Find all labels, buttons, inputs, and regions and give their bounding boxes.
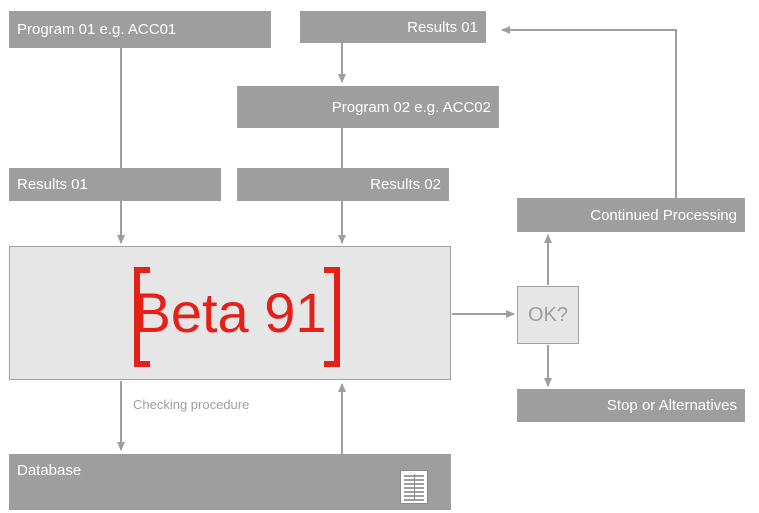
program01-box: Program 01 e.g. ACC01 — [9, 11, 271, 48]
right-bracket-icon — [324, 267, 340, 367]
database-box: Database — [9, 454, 451, 510]
arrow-continued-to-results01 — [501, 26, 677, 198]
program02-label: Program 02 e.g. ACC02 — [331, 98, 491, 116]
results01-left-box: Results 01 — [9, 168, 221, 201]
stop-alternatives-label: Stop or Alternatives — [606, 397, 737, 414]
database-label: Database — [17, 462, 82, 479]
ok-decision-label: OK? — [527, 303, 569, 326]
stop-alternatives-box: Stop or Alternatives — [517, 389, 745, 422]
results01-left-label: Results 01 — [17, 176, 88, 193]
ok-decision-box: OK? — [517, 286, 579, 344]
continued-processing-label: Continued Processing — [590, 206, 737, 224]
results01-top-box: Results 01 — [300, 11, 486, 43]
program02-box: Program 02 e.g. ACC02 — [237, 86, 499, 128]
beta91-title: Beta 91 — [133, 281, 327, 344]
program01-label: Program 01 e.g. ACC01 — [17, 21, 177, 38]
continued-processing-box: Continued Processing — [517, 198, 745, 232]
results01-top-label: Results 01 — [407, 18, 478, 36]
checking-procedure-note: Checking procedure — [133, 397, 250, 412]
results02-label: Results 02 — [370, 176, 441, 193]
beta91-panel: Beta 91 — [9, 246, 451, 380]
left-bracket-icon — [134, 267, 150, 367]
table-document-icon — [400, 470, 428, 504]
results02-box: Results 02 — [237, 168, 449, 201]
